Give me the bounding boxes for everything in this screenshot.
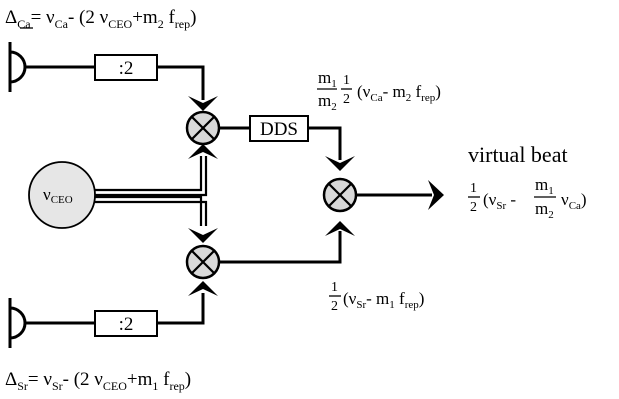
svg-text:2: 2 bbox=[343, 92, 350, 107]
bottom-photodetector bbox=[8, 298, 27, 348]
svg-text:νCa): νCa) bbox=[561, 190, 587, 212]
bottom-divider-to-mixer2 bbox=[157, 293, 205, 325]
arrowhead-mixer3-bottom bbox=[325, 221, 355, 236]
mixer-1 bbox=[185, 110, 221, 146]
arrowhead-mixer1-top bbox=[188, 96, 218, 111]
top-divider-to-mixer1 bbox=[157, 65, 205, 100]
bottom-divider-label: :2 bbox=[119, 314, 134, 335]
arrowhead-mixer1-bottom bbox=[188, 144, 218, 159]
output-arrowhead bbox=[428, 180, 444, 210]
ca-signal-label: m1 m2 1 2 (νCa- m2 frep) bbox=[317, 68, 441, 113]
svg-text:(νSr- m1 frep): (νSr- m1 frep) bbox=[343, 289, 424, 311]
bottom-detector-equation: ΔSr= νSr- (2 νCEO+m1 frep) bbox=[5, 369, 191, 393]
svg-text:m2: m2 bbox=[318, 91, 337, 113]
svg-text:1: 1 bbox=[343, 73, 350, 88]
svg-text:m1: m1 bbox=[535, 175, 554, 197]
arrowhead-mixer2-bottom bbox=[188, 281, 218, 296]
svg-text:2: 2 bbox=[470, 200, 477, 215]
dds-box: DDS bbox=[249, 115, 309, 142]
sr-signal-label: 1 2 (νSr- m1 frep) bbox=[329, 280, 424, 314]
svg-text:2: 2 bbox=[331, 299, 338, 314]
mixer-2 bbox=[185, 244, 221, 280]
ceo-source: νCEO bbox=[28, 161, 96, 229]
top-detector-equation: ΔCa= νCa- (2 νCEO+m2 frep) bbox=[5, 7, 196, 31]
ceo-double-wires bbox=[95, 156, 208, 226]
svg-text:1: 1 bbox=[470, 181, 477, 196]
svg-text:m2: m2 bbox=[535, 199, 554, 221]
top-divider-box: :2 bbox=[94, 54, 158, 81]
top-divider-label: :2 bbox=[119, 58, 134, 79]
arrowhead-mixer3-top bbox=[325, 156, 355, 171]
mixer2-to-mixer3-wire bbox=[219, 231, 342, 264]
arrowhead-mixer2-top bbox=[188, 228, 218, 243]
dds-label: DDS bbox=[260, 119, 298, 140]
top-photodetector bbox=[8, 42, 27, 92]
ceo-label: νCEO bbox=[43, 185, 73, 206]
dds-to-mixer3-wire bbox=[308, 126, 342, 160]
bottom-divider-box: :2 bbox=[94, 310, 158, 337]
svg-text:(νCa- m2 frep): (νCa- m2 frep) bbox=[357, 82, 441, 104]
virtual-beat-title: virtual beat bbox=[468, 142, 568, 167]
svg-text:m1: m1 bbox=[318, 68, 337, 90]
mixer-3 bbox=[322, 177, 358, 213]
svg-text:(νSr -: (νSr - bbox=[483, 190, 516, 212]
svg-text:1: 1 bbox=[331, 280, 338, 295]
virtual-beat-formula: 1 2 (νSr - m1 m2 νCa) bbox=[468, 175, 587, 221]
